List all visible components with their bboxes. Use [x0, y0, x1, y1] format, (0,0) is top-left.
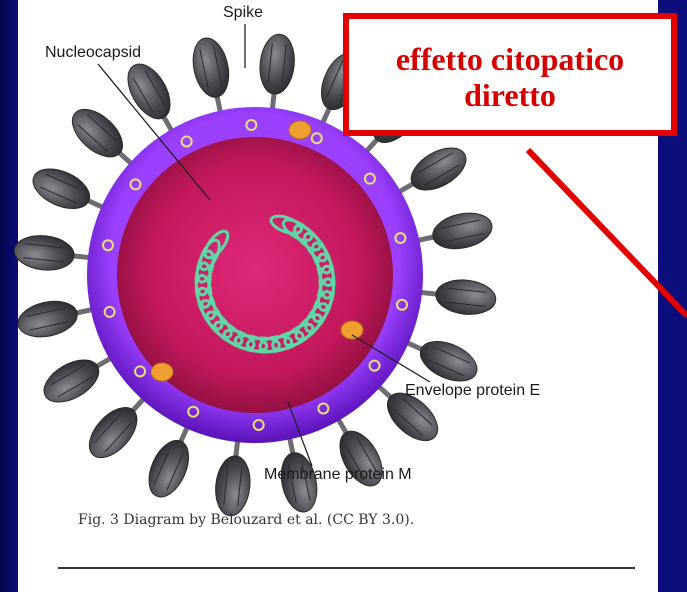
callout-text: effetto citopatico diretto — [349, 41, 671, 113]
callout-arrow-line — [528, 150, 687, 316]
callout-box: effetto citopatico diretto — [343, 13, 677, 136]
